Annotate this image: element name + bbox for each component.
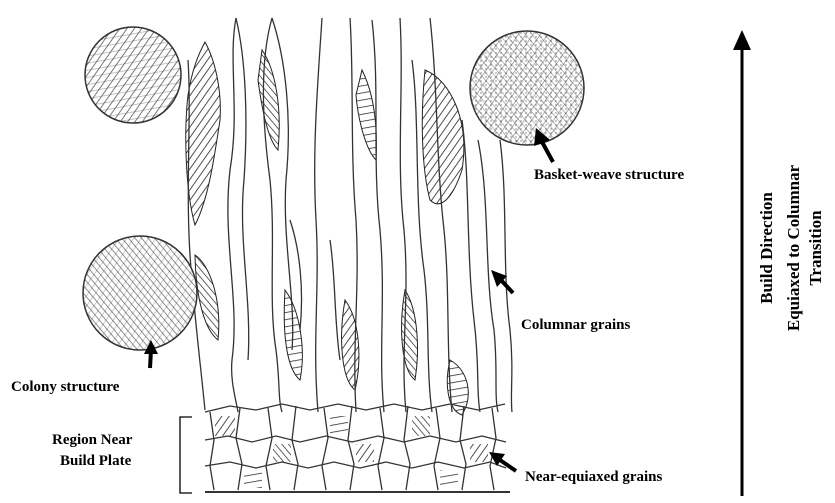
hatched-cell	[273, 444, 291, 462]
region-label-line2: Build Plate	[60, 452, 131, 470]
hatched-cell	[440, 470, 458, 488]
transition-label-line1: Equiaxed to Columnar	[784, 128, 804, 368]
hatched-patch	[195, 255, 219, 340]
cell-boundary	[404, 406, 410, 490]
region-bracket	[180, 417, 192, 493]
grain-boundary	[315, 18, 322, 412]
hatched-cell	[412, 416, 430, 436]
build-direction-arrow	[733, 30, 751, 496]
build-direction-label: Build Direction	[757, 128, 777, 368]
cell-boundary	[205, 462, 506, 468]
near-equiaxed-label: Near-equiaxed grains	[525, 468, 662, 486]
colony-structure-label: Colony structure	[11, 378, 119, 396]
cell-boundary	[266, 408, 272, 490]
circle-colony-middle-left	[83, 236, 197, 350]
cell-boundary	[460, 406, 466, 490]
hatched-patch	[356, 70, 376, 160]
hatched-cell	[356, 444, 374, 462]
cell-boundary	[434, 408, 440, 490]
cell-boundary	[348, 406, 354, 490]
hatched-cell	[330, 416, 348, 436]
hatched-cell	[244, 470, 262, 488]
hatched-patch	[258, 50, 279, 150]
circle-basket-weave-top-right	[470, 31, 584, 145]
columnar-grains-label: Columnar grains	[521, 316, 630, 334]
arrow-near-equiaxed	[489, 452, 516, 471]
hatched-patch	[186, 42, 221, 225]
hatched-patch	[422, 70, 464, 204]
grain-boundary	[372, 20, 384, 412]
cell-boundary	[322, 408, 328, 490]
grain-boundary	[462, 120, 480, 412]
region-label-line1: Region Near	[52, 431, 132, 449]
cell-boundary	[236, 408, 242, 490]
hatched-cell	[215, 416, 235, 436]
circle-colony-top-left	[85, 27, 181, 123]
cell-boundary	[378, 408, 384, 490]
grain-boundary	[330, 240, 340, 360]
cell-boundary	[490, 408, 496, 490]
cell-boundary	[292, 406, 298, 490]
arrow-columnar	[491, 270, 513, 293]
grain-boundary	[236, 18, 249, 360]
basket-weave-label: Basket-weave structure	[534, 166, 684, 184]
cell-boundary	[210, 412, 214, 490]
grain-boundary	[228, 18, 238, 412]
transition-label-line2: Transition	[806, 128, 826, 368]
hatched-cell	[470, 444, 488, 462]
